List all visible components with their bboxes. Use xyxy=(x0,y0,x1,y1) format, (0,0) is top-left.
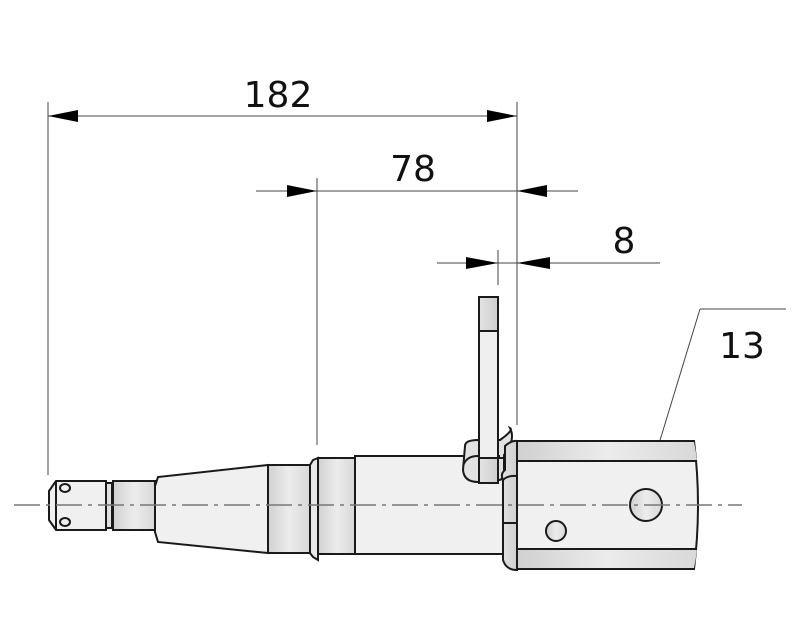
taper-section xyxy=(154,463,269,555)
dimension-label-13: 13 xyxy=(719,326,765,367)
arrow-right-icon xyxy=(287,185,317,197)
hub-bottom-band xyxy=(518,549,697,568)
cotter-hole-bottom-icon xyxy=(59,517,71,527)
hub-flange-bevel xyxy=(502,474,518,481)
plate-body xyxy=(478,296,499,484)
hub-top-band xyxy=(518,442,697,461)
shoulder-step xyxy=(309,456,319,562)
collar xyxy=(317,457,356,555)
weld-bead-edge xyxy=(462,455,500,467)
arrow-left-icon xyxy=(517,185,547,197)
mounting-plate xyxy=(461,296,513,484)
hole-small-icon xyxy=(545,520,567,542)
arrow-right-icon xyxy=(487,110,517,122)
dimension-label-182: 182 xyxy=(244,75,313,116)
axle-shaft xyxy=(48,455,506,562)
dimension-overall-length: 182 xyxy=(47,75,518,475)
arrow-left-icon xyxy=(48,110,78,122)
plate-bottom-shade xyxy=(480,458,497,482)
dimension-plate-to-end: 78 xyxy=(256,149,578,445)
dimension-label-78: 78 xyxy=(390,149,436,190)
plate-top-shade xyxy=(480,298,497,331)
leader-line xyxy=(653,308,701,461)
dimension-label-8: 8 xyxy=(613,221,636,262)
bearing-seat-inner xyxy=(267,464,311,554)
cotter-hole-top-icon xyxy=(59,483,71,493)
dimension-plate-thickness: 8 xyxy=(437,221,660,285)
arrow-right-icon xyxy=(466,257,498,269)
arrow-left-icon xyxy=(517,257,550,269)
